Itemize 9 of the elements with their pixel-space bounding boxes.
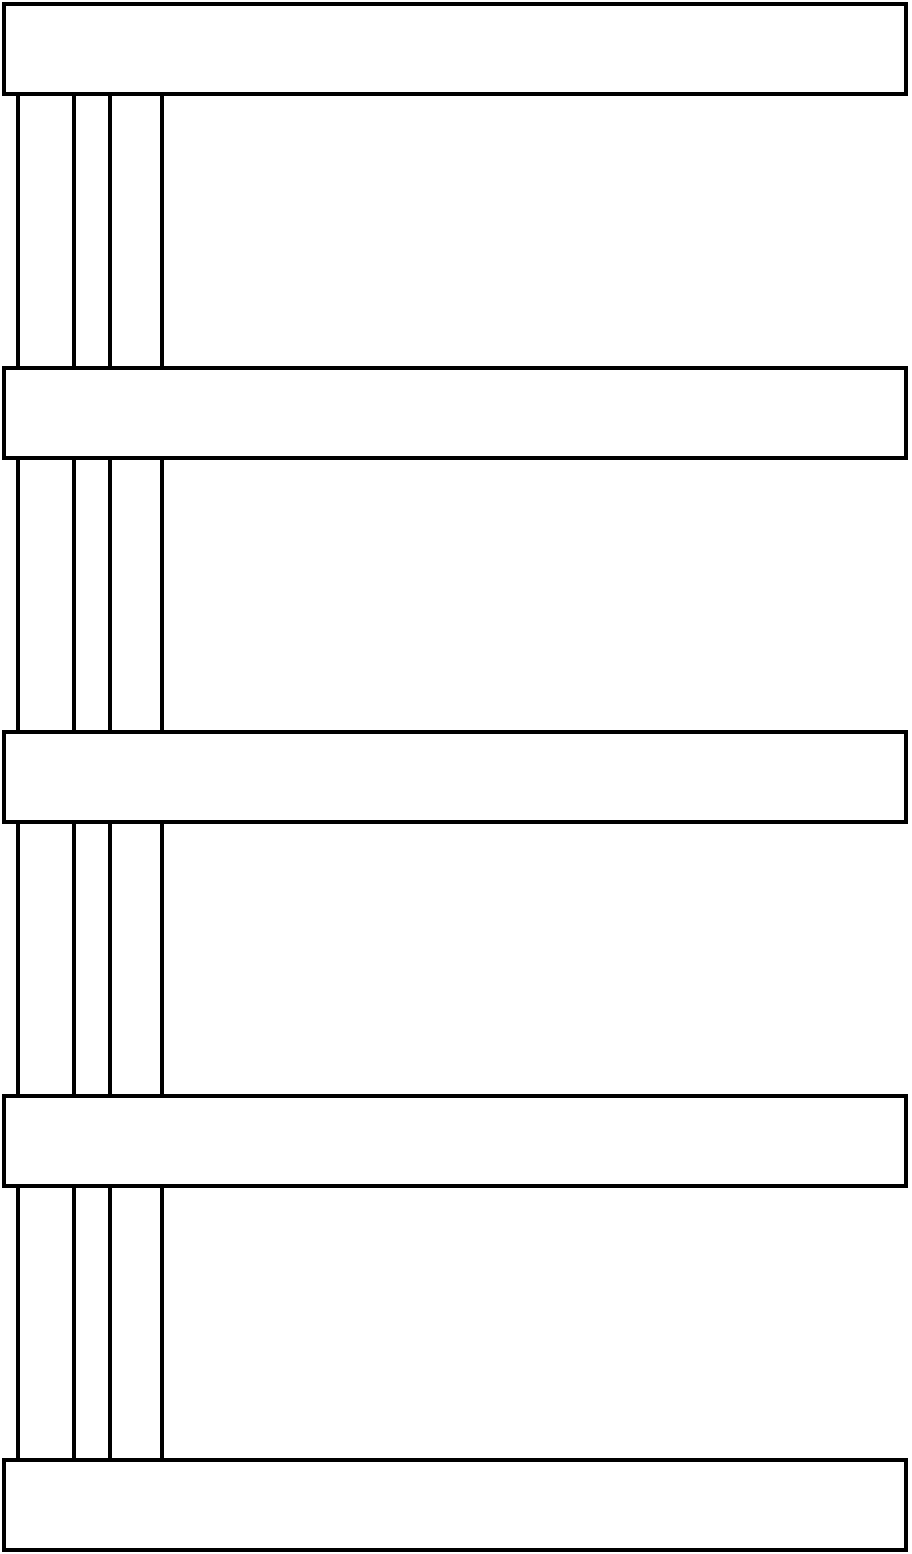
vertical-bar [72, 820, 112, 1098]
horizontal-bar [2, 730, 908, 824]
horizontal-bar [2, 1094, 908, 1188]
horizontal-bar [2, 1458, 908, 1552]
vertical-bar [72, 456, 112, 734]
horizontal-bar [2, 366, 908, 460]
horizontal-bar [2, 2, 908, 96]
vertical-bar [72, 92, 112, 370]
vertical-bar [72, 1184, 112, 1462]
